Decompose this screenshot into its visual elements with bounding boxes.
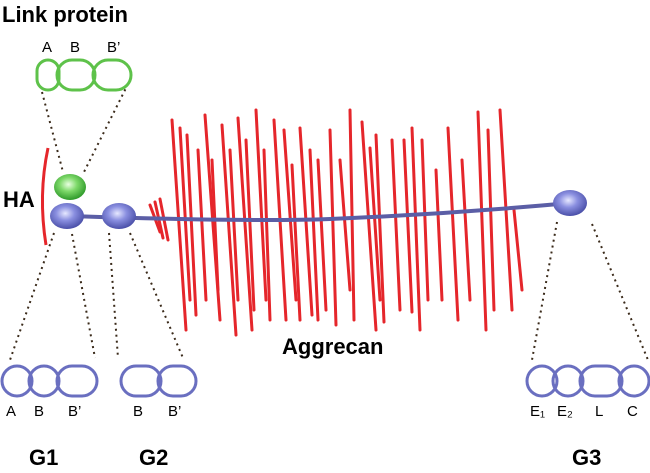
gag-chain — [244, 138, 256, 312]
g2-label: G2 — [139, 445, 168, 470]
gag-chain — [374, 133, 386, 324]
gag-chain — [368, 146, 382, 302]
gag-chain — [402, 138, 414, 314]
link-protein-domain-b: B — [70, 39, 80, 56]
g3-domain-e2: E₂ — [557, 403, 573, 420]
g1-domain-chain — [0, 364, 99, 398]
g1-domain-a: A — [6, 403, 16, 420]
aggrecan-label: Aggrecan — [282, 334, 383, 359]
gag-chain — [420, 138, 430, 302]
gag-chain — [446, 126, 460, 322]
gag-chain — [476, 110, 488, 332]
gag-chain — [434, 168, 444, 302]
g3-domain-chain — [525, 364, 650, 398]
g2-domain-b: B — [133, 403, 143, 420]
ha-label: HA — [3, 187, 35, 212]
link-protein-title: Link protein — [2, 2, 128, 27]
link-protein-globule — [54, 174, 86, 200]
gag-chain — [290, 163, 302, 322]
gag-chain — [236, 116, 254, 332]
gag-chain — [338, 158, 352, 292]
connector-lines — [9, 83, 649, 361]
gag-chain — [178, 126, 192, 302]
core-protein — [69, 201, 571, 222]
gag-chain — [308, 148, 320, 322]
gag-chain — [196, 148, 208, 302]
g2-globule — [102, 203, 136, 229]
g1-domain-b: B — [34, 403, 44, 420]
gag-chain — [210, 158, 220, 292]
gag-chain — [254, 108, 268, 302]
gag-chain — [185, 133, 198, 317]
g3-domain-l: L — [595, 403, 603, 420]
hyaluronan-strand — [40, 147, 50, 246]
gag-chain — [228, 148, 240, 302]
g3-globule — [553, 190, 587, 216]
g2-domain-b-prime: B’ — [168, 403, 181, 420]
g1-label: G1 — [29, 445, 58, 470]
gag-chains — [148, 108, 524, 337]
gag-chain — [282, 128, 298, 302]
g2-domain-chain — [119, 364, 198, 398]
link-protein-domain-b-prime: B’ — [107, 39, 120, 56]
gag-chain — [410, 126, 422, 332]
gag-chain — [460, 158, 472, 302]
gag-chain — [486, 128, 496, 312]
gag-chain — [316, 158, 328, 312]
g3-domain-e1: E₁ — [530, 403, 545, 420]
g3-domain-c: C — [627, 403, 638, 420]
gag-chain — [170, 118, 188, 332]
gag-chain — [512, 208, 524, 292]
gag-chain — [390, 138, 402, 312]
gag-chain — [328, 128, 338, 327]
link-protein-domain-a: A — [42, 39, 52, 56]
gag-chain — [348, 108, 356, 322]
link-protein-domains — [35, 58, 133, 92]
g1-globule — [50, 203, 84, 229]
g1-domain-b-prime: B’ — [68, 403, 81, 420]
g3-label: G3 — [572, 445, 601, 470]
gag-chain — [262, 148, 272, 322]
gag-chain — [220, 123, 238, 337]
gag-chain — [360, 120, 378, 332]
